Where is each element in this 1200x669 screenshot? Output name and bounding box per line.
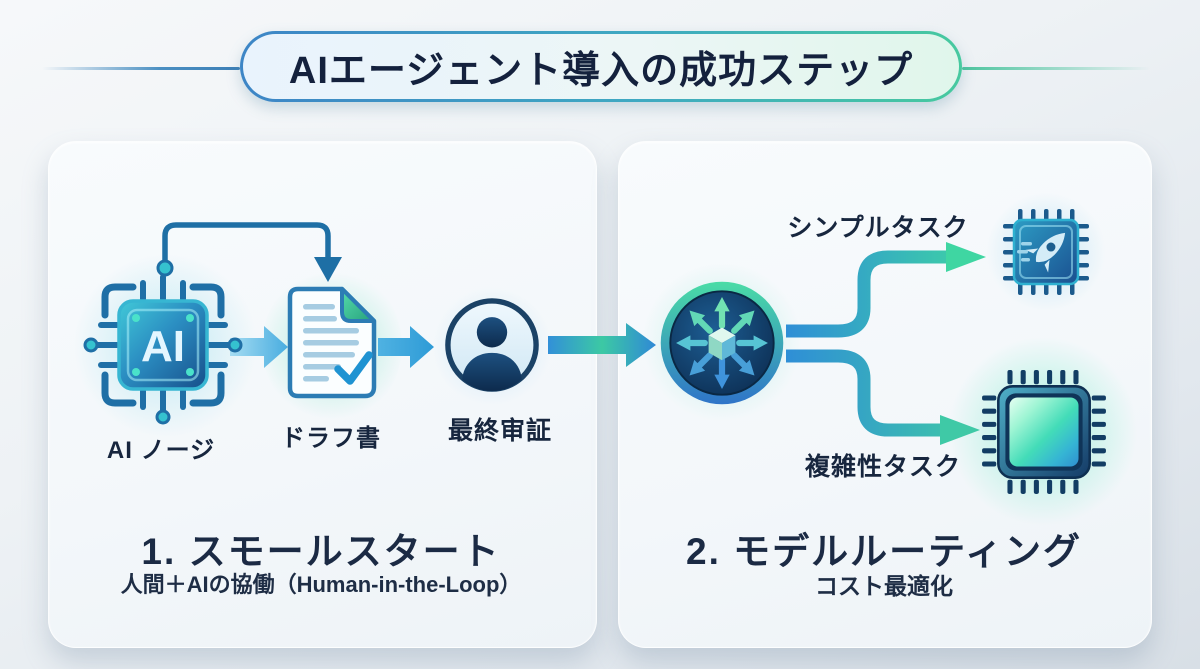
ai-node-label: AI ノージ: [106, 437, 216, 464]
document-fold: [340, 287, 376, 323]
title-pill: AIエージェント導入の成功ステップ: [240, 31, 962, 102]
chip-corner-dots: [132, 314, 194, 376]
chip-ai-text: AI: [141, 322, 185, 371]
chip-corner-brackets: [101, 283, 225, 407]
person-shoulders: [462, 352, 522, 391]
review-label: 最終审証: [447, 417, 553, 445]
rocket-chip-icon: [1003, 209, 1089, 295]
page-title: AIエージェント導入の成功ステップ: [288, 50, 914, 92]
router-icon: [660, 281, 784, 405]
draft-label: ドラフ書: [281, 425, 381, 452]
title-pill-inner: AIエージェント導入の成功ステップ: [243, 34, 959, 99]
step1-title: 1. スモールスタート: [141, 531, 501, 572]
person-head: [476, 317, 508, 348]
router-arrows: [676, 297, 768, 389]
checkmark-icon: [334, 351, 373, 385]
step1-subtitle: 人間＋AIの協働（Human-in-the-Loop）: [120, 572, 522, 597]
step2-subtitle: コスト最適化: [815, 573, 953, 599]
header-line-right: [962, 67, 1150, 70]
document-text-lines: [303, 304, 359, 382]
chip-inner-frame: [126, 308, 200, 382]
complex-task-label: 複雑性タスク: [804, 453, 962, 481]
rocket-chip-pins: [1003, 209, 1089, 295]
ai-chip-icon: AI: [83, 274, 243, 425]
rocket-icon: [1017, 232, 1066, 273]
step2-title: 2. モデルルーティング: [686, 531, 1082, 572]
chip-body: [117, 299, 209, 391]
simple-task-label: シンプルタスク: [787, 214, 969, 242]
document-icon: [287, 286, 377, 399]
person-icon: [445, 298, 539, 392]
header-line-left: [42, 67, 240, 70]
processor-chip-icon: [982, 370, 1106, 494]
processor-chip-core: [1009, 397, 1079, 467]
